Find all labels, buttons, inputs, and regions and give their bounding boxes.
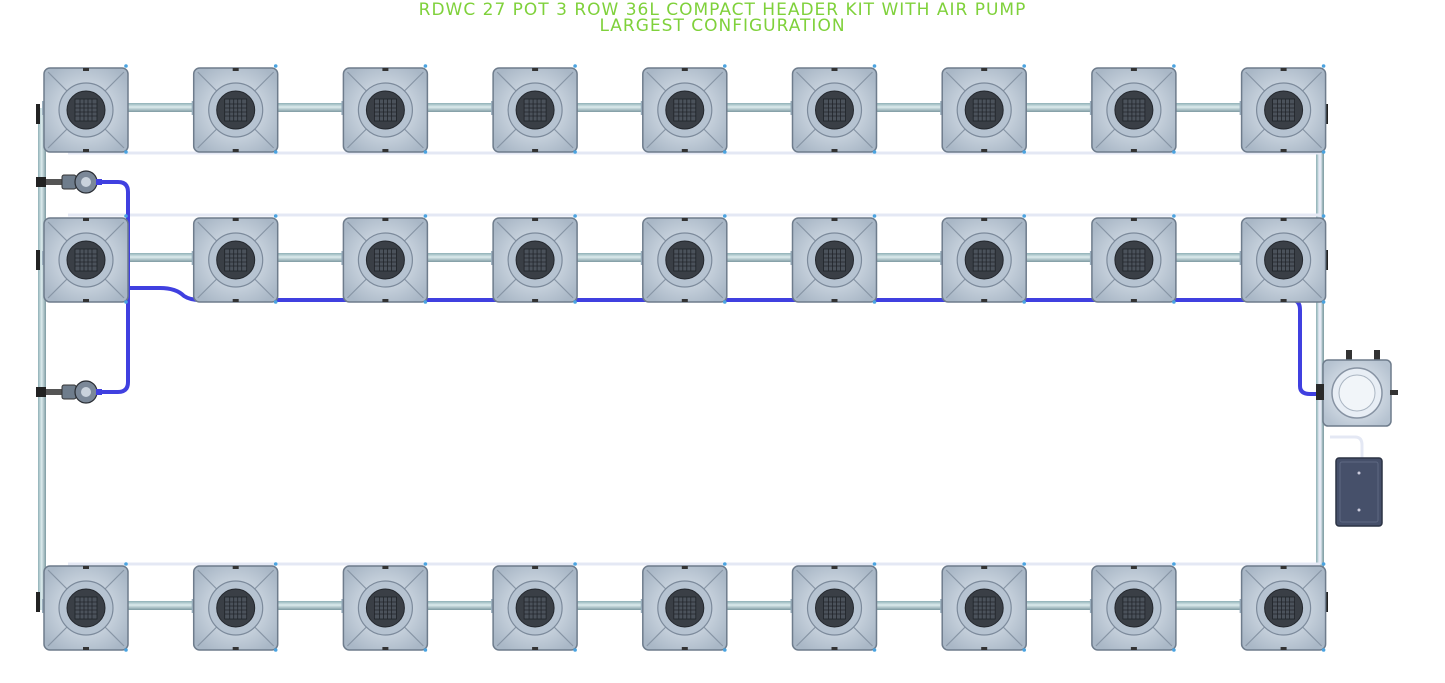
air-lines: [68, 151, 1364, 566]
grow-pot: [1239, 64, 1327, 154]
grow-pot: [790, 64, 878, 154]
grow-pot: [790, 562, 878, 652]
net-pot: [815, 90, 854, 130]
net-pot: [66, 588, 106, 628]
grow-pot: [191, 64, 279, 154]
grow-pot: [640, 562, 728, 652]
net-pot: [815, 588, 854, 628]
grow-pot: [1089, 64, 1177, 154]
grow-pot: [790, 214, 878, 304]
net-pot: [665, 90, 705, 130]
net-pot: [515, 588, 555, 628]
return-pipe-cap: [36, 104, 40, 124]
air-line-to-pump: [1330, 435, 1364, 458]
net-pot: [365, 90, 405, 130]
net-pot: [1264, 588, 1304, 628]
grow-pot: [640, 214, 728, 304]
net-pot: [964, 588, 1004, 628]
net-pot: [1114, 588, 1154, 628]
grow-pot: [191, 562, 279, 652]
diagram-subtitle: LARGEST CONFIGURATION: [599, 16, 846, 36]
grow-pot: [1239, 214, 1327, 304]
grow-pot: [1089, 562, 1177, 652]
net-pot: [964, 90, 1004, 130]
water-pump: [36, 380, 102, 404]
net-pot: [1114, 240, 1154, 280]
return-pipe-left: [38, 108, 46, 610]
return-pipe-cap: [36, 250, 40, 270]
pots: [42, 64, 1327, 652]
feed-line-main: [126, 286, 1324, 396]
net-pot: [216, 240, 256, 280]
grow-pot: [42, 562, 129, 652]
grow-pot: [42, 64, 129, 154]
net-pot: [1264, 90, 1304, 130]
grow-pot: [341, 214, 429, 304]
water-pump: [36, 170, 102, 194]
net-pot: [216, 588, 256, 628]
grow-pot: [341, 562, 429, 652]
grow-pot: [940, 214, 1027, 304]
net-pot: [964, 240, 1004, 280]
net-pot: [365, 588, 405, 628]
grow-pot: [940, 64, 1027, 154]
grow-pot: [940, 562, 1027, 652]
grow-pot: [1089, 214, 1177, 304]
return-pipes: [36, 103, 1328, 612]
grow-pot: [491, 214, 578, 304]
grow-pot: [42, 214, 129, 304]
net-pot: [66, 90, 106, 130]
net-pot: [66, 240, 106, 280]
net-pot: [216, 90, 256, 130]
control-bucket: [1316, 350, 1398, 427]
net-pot: [515, 90, 555, 130]
grow-pot: [1239, 562, 1327, 652]
grow-pot: [491, 562, 578, 652]
air-pump: [1335, 457, 1383, 527]
return-pipe-cap: [36, 592, 40, 612]
grow-pot: [640, 64, 728, 154]
diagram-title: RDWC 27 POT 3 ROW 36L COMPACT HEADER KIT…: [418, 0, 1027, 20]
grow-pot: [341, 64, 429, 154]
net-pot: [365, 240, 405, 280]
net-pot: [1264, 240, 1304, 280]
net-pot: [665, 588, 705, 628]
net-pot: [815, 240, 854, 280]
net-pot: [1114, 90, 1154, 130]
grow-pot: [491, 64, 578, 154]
net-pot: [665, 240, 705, 280]
water-pumps: [36, 170, 102, 404]
grow-pot: [191, 214, 279, 304]
net-pot: [515, 240, 555, 280]
